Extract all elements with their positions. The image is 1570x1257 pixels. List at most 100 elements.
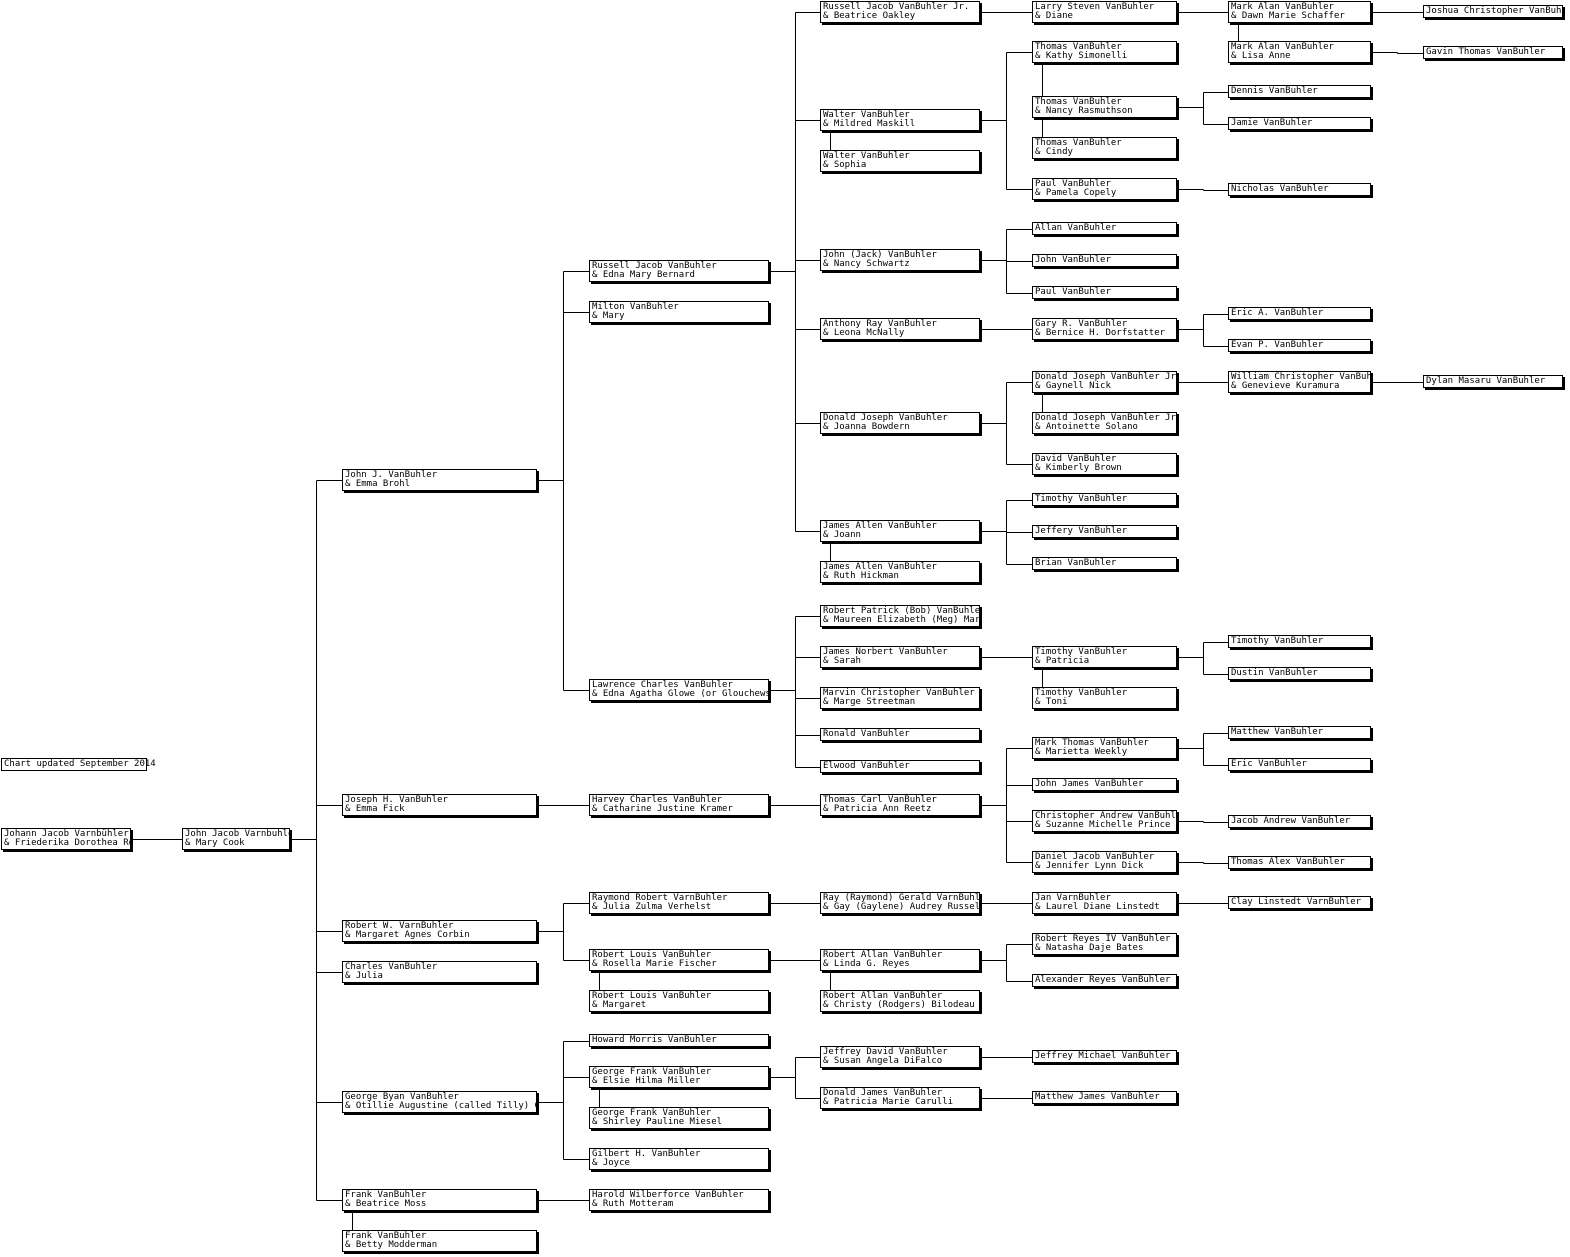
person-donald-james: Donald James VanBuhler& Patricia Marie C… [820,1087,980,1109]
person-name: Charles VanBuhler [345,962,438,972]
spouse-name: & Rosella Marie Fischer [592,959,717,969]
person-name: William Christopher VanBuhler [1231,372,1371,382]
spouse-name: & Maureen Elizabeth (Meg) Martin [823,615,980,625]
person-brian: Brian VanBuhler [1032,557,1177,570]
spouse-name: & Antoinette Solano [1035,422,1138,432]
spouse-name: & Patricia [1035,656,1090,666]
person-name: Jamie VanBuhler [1231,118,1313,128]
spouse-name: & Susan Angela DiFalco [823,1056,943,1066]
person-name: Thomas VanBuhler [1035,42,1122,52]
person-name: Ray (Raymond) Gerald VarnBuhler [823,893,980,903]
person-robert-l2: Robert Louis VanBuhler& Margaret [589,990,769,1012]
person-joseph-h: Joseph H. VanBuhler& Emma Fick [342,794,537,816]
person-name: Eric VanBuhler [1231,759,1307,769]
spouse-name: & Laurel Diane Linstedt [1035,902,1160,912]
person-jeffrey-d: Jeffrey David VanBuhler& Susan Angela Di… [820,1046,980,1068]
person-name: Timothy VanBuhler [1231,636,1324,646]
person-name: Jeffery VanBuhler [1035,526,1128,536]
person-name: Matthew James VanBuhler [1035,1092,1160,1102]
spouse-name: & Kimberly Brown [1035,463,1122,473]
person-timothy-t: Timothy VanBuhler& Toni [1032,687,1177,709]
spouse-name: & Dawn Marie Schaffer [1231,11,1345,21]
person-name: Donald Joseph VanBuhler [823,413,948,423]
person-frank2: Frank VanBuhler& Betty Modderman [342,1230,537,1252]
person-name: Walter VanBuhler [823,110,910,120]
person-allan: Allan VanBuhler [1032,222,1177,235]
person-name: Dennis VanBuhler [1231,86,1318,96]
person-name: Eric A. VanBuhler [1231,308,1324,318]
person-name: Frank VanBuhler [345,1231,427,1241]
person-name: Frank VanBuhler [345,1190,427,1200]
person-name: Gilbert H. VanBuhler [592,1149,701,1159]
person-harold: Harold Wilberforce VanBuhler& Ruth Motte… [589,1189,769,1211]
person-evan: Evan P. VanBuhler [1228,339,1371,352]
person-donald-jr2: Donald Joseph VanBuhler Jr.& Antoinette … [1032,412,1177,434]
person-name: Johann Jacob Varnbühler [4,829,129,839]
person-paul-v: Paul VanBuhler [1032,286,1177,299]
spouse-name: & Julia Zulma Verhelst [592,902,712,912]
person-name: John James VanBuhler [1035,779,1144,789]
person-name: Mark Thomas VanBuhler [1035,738,1149,748]
person-name: Mark Alan VanBuhler [1231,2,1334,12]
person-daniel: Daniel Jacob VanBuhler& Jennifer Lynn Di… [1032,851,1177,873]
person-name: Alexander Reyes VanBuhler [1035,975,1171,985]
spouse-name: & Joann [823,530,861,540]
spouse-name: & Sarah [823,656,861,666]
person-russell: Russell Jacob VanBuhler& Edna Mary Berna… [589,260,769,282]
person-william: William Christopher VanBuhler& Genevieve… [1228,371,1371,393]
spouse-name: & Emma Brohl [345,479,411,489]
person-name: Thomas VanBuhler [1035,97,1122,107]
spouse-name: & Sophia [823,160,867,170]
person-nicholas: Nicholas VanBuhler [1228,183,1371,196]
person-marvin: Marvin Christopher VanBuhler& Marge Stre… [820,687,980,709]
person-james-a2: James Allen VanBuhler& Ruth Hickman [820,561,980,583]
spouse-name: & Mary [592,311,625,321]
person-george-f2: George Frank VanBuhler& Shirley Pauline … [589,1107,769,1129]
person-name: Thomas Carl VanBuhler [823,795,937,805]
person-name: Walter VanBuhler [823,151,910,161]
spouse-name: & Mary Cook [185,838,245,848]
person-walter2: Walter VanBuhler& Sophia [820,150,980,172]
person-name: David VanBuhler [1035,454,1117,464]
person-name: Donald Joseph VanBuhler Jr. [1035,372,1177,382]
person-robert-a1: Robert Allan VanBuhler& Linda G. Reyes [820,949,980,971]
spouse-name: & Otillie Augustine (called Tilly) Guent… [345,1101,536,1111]
person-charles: Charles VanBuhler& Julia [342,961,537,983]
person-name: Robert Patrick (Bob) VanBuhler [823,606,980,616]
person-ray-g: Ray (Raymond) Gerald VarnBuhler& Gay (Ga… [820,892,980,914]
person-walter1: Walter VanBuhler& Mildred Maskill [820,109,980,131]
person-anthony: Anthony Ray VanBuhler& Leona McNally [820,318,980,340]
person-name: Milton VanBuhler [592,302,679,312]
spouse-name: & Beatrice Oakley [823,11,916,21]
person-gavin: Gavin Thomas VanBuhler [1423,46,1563,59]
person-name: Timothy VanBuhler [1035,494,1128,504]
person-jan: Jan VarnBuhler& Laurel Diane Linstedt [1032,892,1177,914]
person-name: Gavin Thomas VanBuhler [1426,47,1546,57]
spouse-name: & Joyce [592,1158,630,1168]
person-name: Raymond Robert VarnBuhler [592,893,728,903]
person-mark-a1: Mark Alan VanBuhler& Dawn Marie Schaffer [1228,1,1371,23]
spouse-name: & Beatrice Moss [345,1199,427,1209]
person-name: Donald James VanBuhler [823,1088,943,1098]
person-mark-a2: Mark Alan VanBuhler& Lisa Anne [1228,41,1371,63]
person-name: Russell Jacob VanBuhler [592,261,717,271]
person-name: Robert Allan VanBuhler [823,991,943,1001]
person-raymond-r: Raymond Robert VarnBuhler& Julia Zulma V… [589,892,769,914]
person-jacob: Jacob Andrew VanBuhler [1228,815,1371,828]
person-name: Robert W. VarnBuhler [345,921,454,931]
person-matthew-j: Matthew James VanBuhler [1032,1091,1177,1104]
person-name: Thomas VanBuhler [1035,138,1122,148]
spouse-name: & Patricia Marie Carulli [823,1097,954,1107]
person-dennis: Dennis VanBuhler [1228,85,1371,98]
person-timothy2: Timothy VanBuhler [1228,635,1371,648]
spouse-name: & Elsie Hilma Miller [592,1076,701,1086]
spouse-name: & Betty Modderman [345,1240,438,1250]
person-eric: Eric VanBuhler [1228,758,1371,771]
spouse-name: & Marge Streetman [823,697,916,707]
person-david: David VanBuhler& Kimberly Brown [1032,453,1177,475]
person-john-v: John VanBuhler [1032,254,1177,267]
person-name: John Jacob Varnbuhler [185,829,290,839]
person-alexander: Alexander Reyes VanBuhler [1032,974,1177,987]
spouse-name: & Natasha Daje Bates [1035,943,1144,953]
